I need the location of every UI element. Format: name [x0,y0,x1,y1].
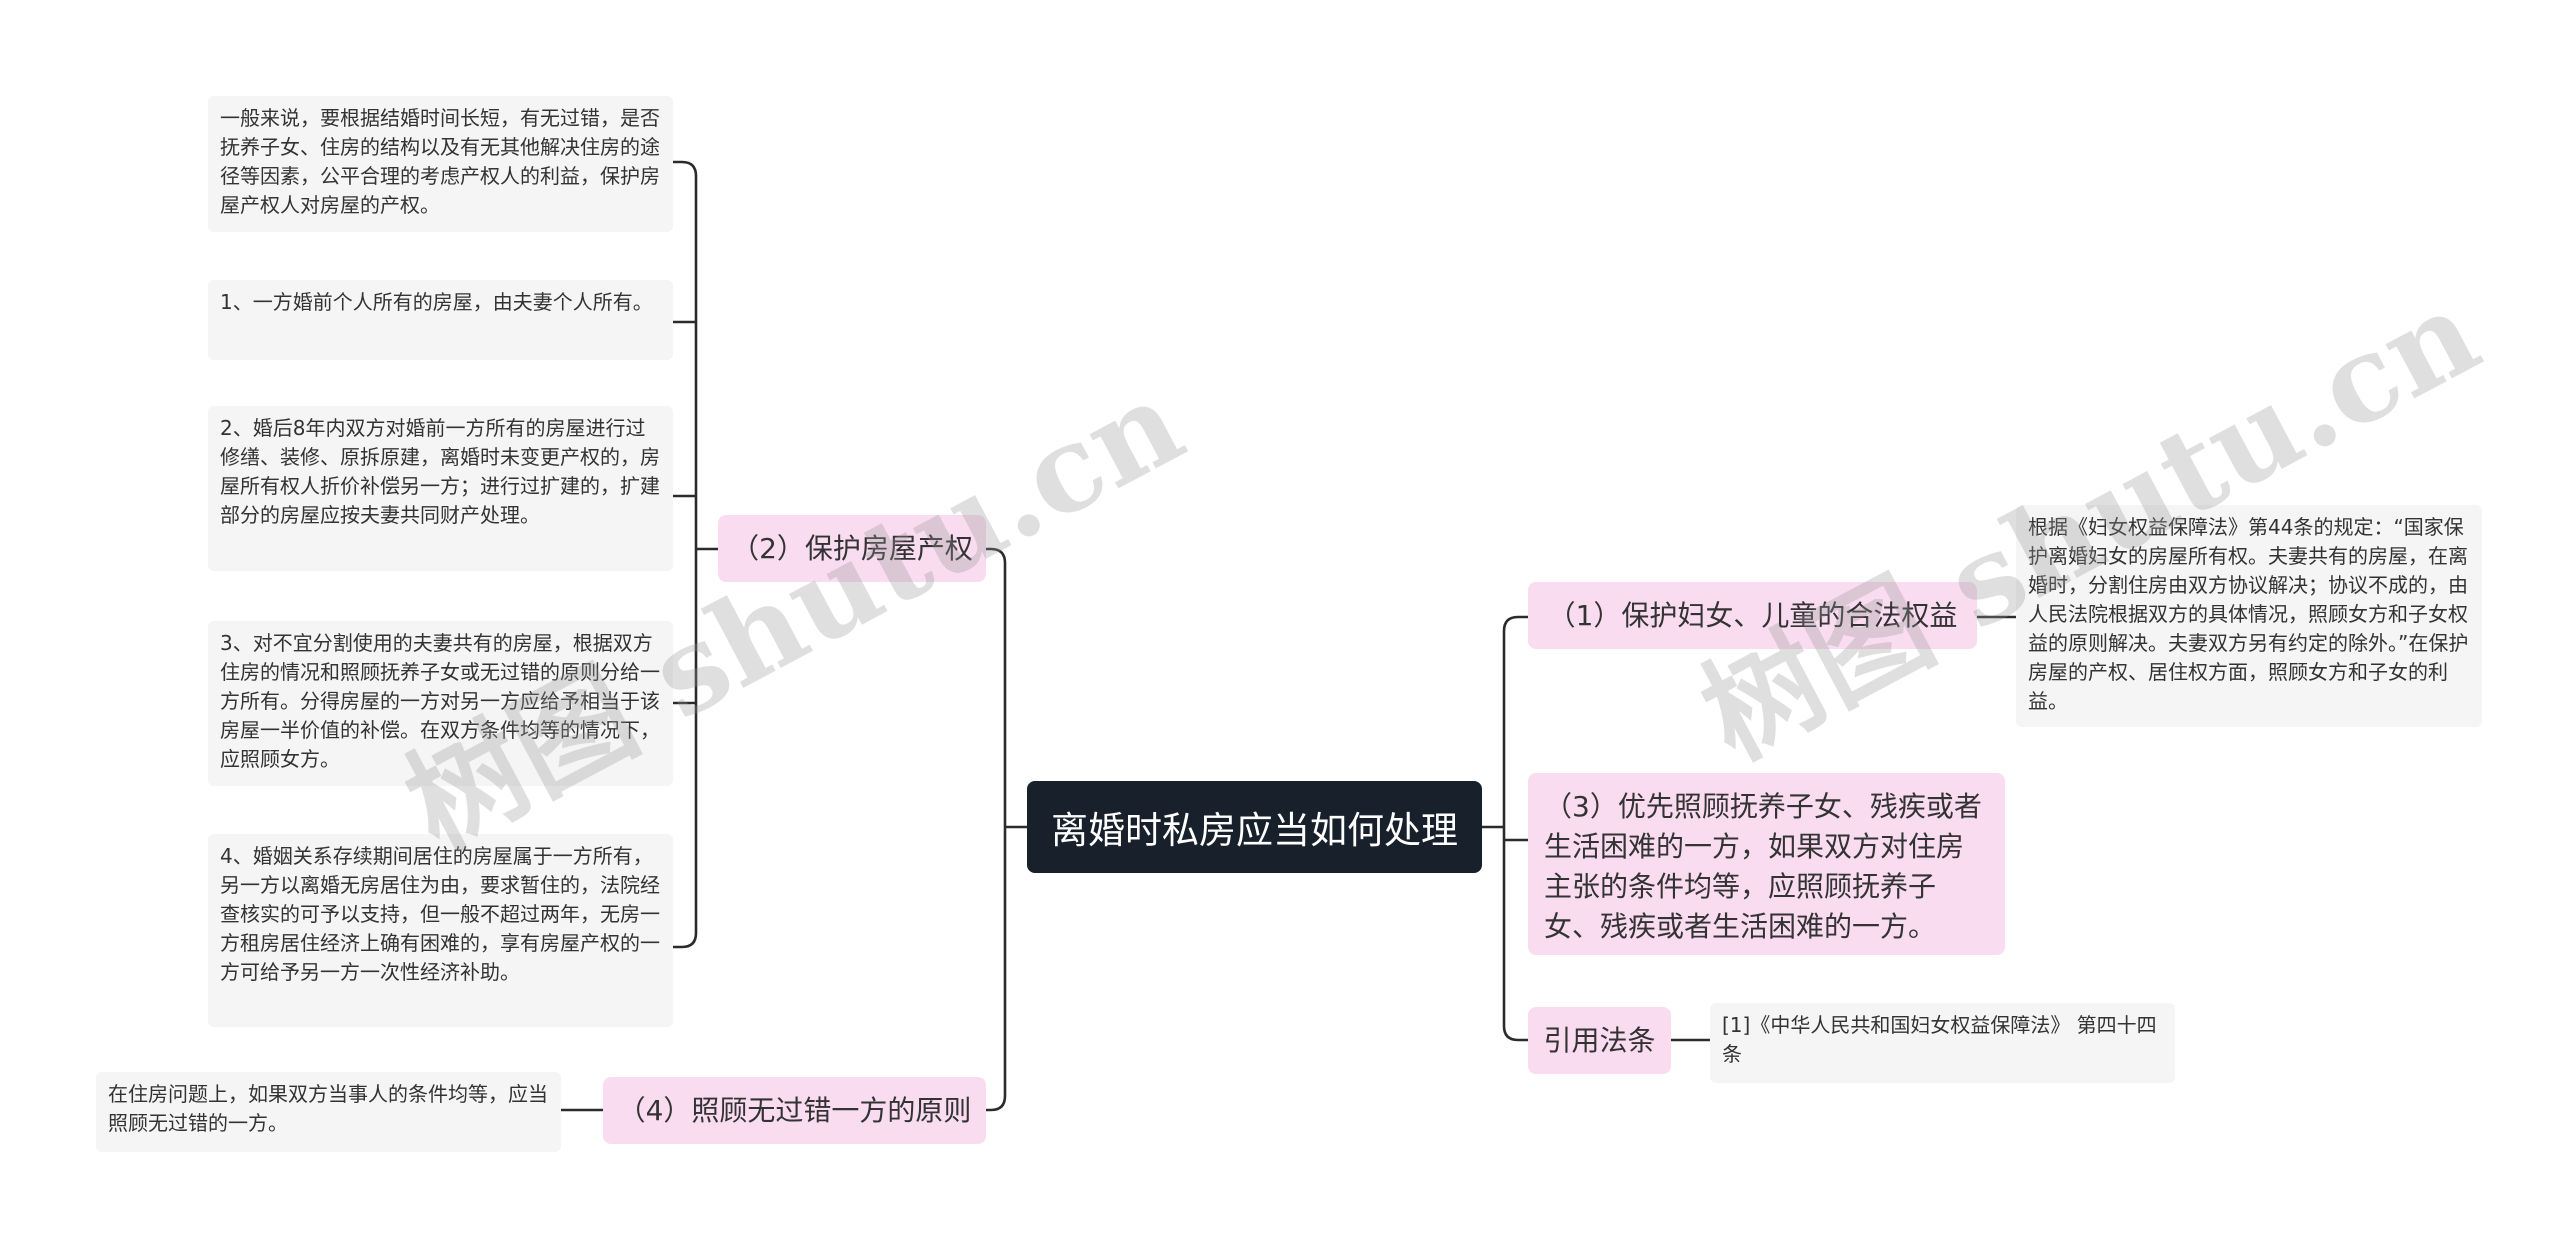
branch-cited-law[interactable]: 引用法条 [1528,1007,1671,1074]
branch-care-innocent-party[interactable]: （4）照顾无过错一方的原则 [603,1077,986,1144]
leaf-women-rights-law-article[interactable]: 根据《妇女权益保障法》第44条的规定：“国家保护离婚妇女的房屋所有权。夫妻共有的… [2016,505,2482,727]
leaf-renovation-within-8-years[interactable]: 2、婚后8年内双方对婚前一方所有的房屋进行过修缮、装修、原拆原建，离婚时未变更产… [208,406,673,571]
leaf-premarital-house[interactable]: 1、一方婚前个人所有的房屋，由夫妻个人所有。 [208,280,673,360]
leaf-indivisible-shared-house[interactable]: 3、对不宜分割使用的夫妻共有的房屋，根据双方住房的情况和照顾抚养子女或无过错的原… [208,621,673,786]
leaf-general-principle[interactable]: 一般来说，要根据结婚时间长短，有无过错，是否抚养子女、住房的结构以及有无其他解决… [208,96,673,232]
leaf-innocent-party-housing[interactable]: 在住房问题上，如果双方当事人的条件均等，应当照顾无过错的一方。 [96,1072,561,1152]
branch-priority-caregiver[interactable]: （3）优先照顾抚养子女、残疾或者生活困难的一方，如果双方对住房主张的条件均等，应… [1528,773,2005,955]
leaf-cited-law-article[interactable]: [1]《中华人民共和国妇女权益保障法》 第四十四条 [1710,1003,2175,1083]
central-topic[interactable]: 离婚时私房应当如何处理 [1027,781,1482,873]
branch-protect-property-rights[interactable]: （2）保护房屋产权 [718,515,986,582]
leaf-temporary-residence[interactable]: 4、婚姻关系存续期间居住的房屋属于一方所有，另一方以离婚无房居住为由，要求暂住的… [208,834,673,1027]
connector-root-right [1480,615,1530,1042]
branch-protect-women-children[interactable]: （1）保护妇女、儿童的合法权益 [1528,582,1977,649]
connector-branch2-leaves [670,160,720,949]
connector-root-left [983,547,1029,1112]
